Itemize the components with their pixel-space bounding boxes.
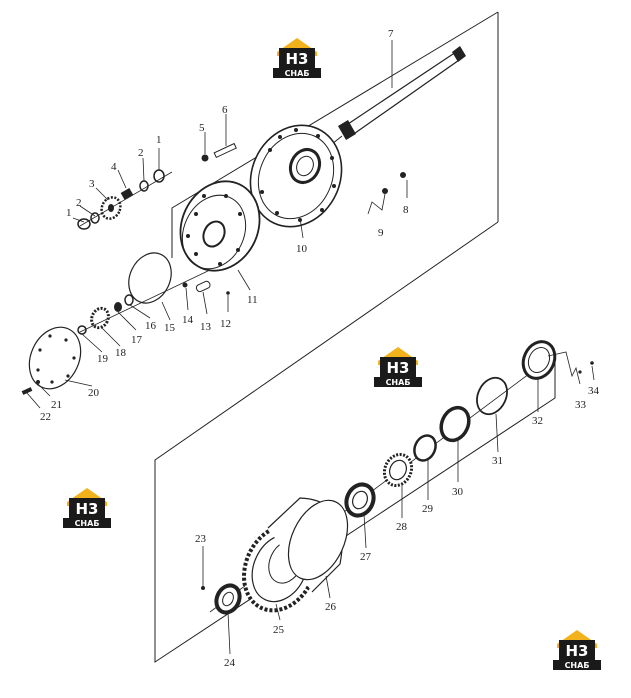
washer-part-33	[578, 370, 582, 374]
flange-part-10	[249, 124, 343, 228]
svg-text:СНАБ: СНАБ	[285, 69, 310, 78]
callout-labels: 1 2 3 4 2 1 5 6 7 8 9 10 11 12 13 14 15 …	[40, 28, 600, 669]
svg-text:H3: H3	[387, 359, 410, 377]
o-ring-part-31	[476, 376, 508, 416]
callout-22: 22	[40, 411, 51, 423]
nut-part-9	[382, 188, 388, 194]
nut-part-5	[201, 154, 209, 162]
callout-20: 20	[88, 387, 100, 399]
callout-11: 11	[247, 294, 258, 306]
bearing-part-24	[214, 583, 242, 615]
leader-lines	[26, 40, 595, 655]
callout-33: 33	[575, 399, 587, 411]
callout-19: 19	[97, 353, 109, 365]
nut-part-8	[400, 172, 406, 178]
svg-text:H3: H3	[286, 50, 309, 68]
bolt-part-12	[226, 291, 230, 295]
assembly-plane-upper	[171, 11, 499, 258]
callout-29: 29	[422, 503, 434, 515]
svg-text:СНАБ: СНАБ	[565, 661, 590, 670]
disc-part-15	[128, 252, 172, 304]
callout-12: 12	[220, 318, 231, 330]
callout-18: 18	[115, 347, 127, 359]
axis-lower-small	[79, 269, 211, 333]
callout-32: 32	[532, 415, 543, 427]
cap-part-32	[521, 340, 557, 380]
svg-text:H3: H3	[76, 500, 99, 518]
bearing-part-27	[344, 482, 376, 518]
svg-text:СНАБ: СНАБ	[75, 519, 100, 528]
callout-7: 7	[388, 28, 394, 40]
gear-part-4	[120, 188, 134, 200]
callout-25: 25	[273, 624, 285, 636]
callout-15: 15	[164, 322, 176, 334]
callout-24: 24	[224, 657, 236, 669]
ring-part-2b	[139, 180, 149, 192]
callout-28: 28	[396, 521, 408, 533]
callout-3: 3	[89, 178, 95, 190]
house-logo-icon: H3 СНАБ	[374, 347, 422, 387]
snap-ring-part-1b	[153, 169, 165, 183]
callout-34: 34	[588, 385, 600, 397]
callout-16: 16	[145, 320, 157, 332]
pin-part-13	[195, 280, 211, 293]
axis-upper-small	[79, 171, 173, 227]
callout-5: 5	[199, 122, 205, 134]
callout-1a: 1	[66, 207, 72, 219]
callout-6: 6	[222, 104, 228, 116]
brand-logo-left: H3 СНАБ	[63, 484, 111, 528]
callout-8: 8	[403, 204, 409, 216]
gear-part-18	[90, 306, 110, 330]
assembly-plane-lower	[154, 221, 556, 663]
ring-part-2a	[90, 212, 100, 224]
gear-part-17	[114, 302, 122, 312]
callout-27: 27	[360, 551, 372, 563]
callout-17: 17	[131, 334, 143, 346]
bolt-part-22	[21, 387, 33, 395]
snap-ring-part-1a	[77, 218, 91, 230]
house-logo-icon: H3 СНАБ	[273, 38, 321, 78]
callout-2b: 2	[138, 147, 144, 159]
callout-26: 26	[325, 601, 337, 613]
callout-13: 13	[200, 321, 212, 333]
callout-30: 30	[452, 486, 464, 498]
callout-23: 23	[195, 533, 207, 545]
house-logo-icon: H3 СНАБ	[63, 488, 111, 528]
callout-21: 21	[51, 399, 62, 411]
callout-31: 31	[492, 455, 503, 467]
housing-part-11	[179, 180, 261, 272]
drum-part-26	[267, 497, 349, 593]
bearing-part-16	[124, 294, 134, 306]
bolt-part-6	[213, 142, 237, 159]
house-logo-icon: H3 СНАБ	[553, 630, 601, 670]
callout-9: 9	[378, 227, 384, 239]
shaft-part-7	[291, 46, 466, 177]
brand-logo-middle: H3 СНАБ	[374, 343, 422, 387]
bolt-part-23	[201, 586, 205, 590]
callout-1b: 1	[156, 134, 162, 146]
seal-part-30	[439, 405, 471, 443]
callout-14: 14	[182, 314, 194, 326]
callout-10: 10	[296, 243, 308, 255]
washer-part-21	[36, 380, 40, 384]
bearing-part-28	[382, 452, 414, 488]
brand-logo-bottom: H3 СНАБ	[553, 626, 601, 670]
ring-part-29	[413, 434, 437, 462]
callout-4: 4	[111, 161, 117, 173]
brand-logo-top: H3 СНАБ	[273, 34, 321, 78]
washer-part-14	[182, 282, 188, 288]
svg-text:СНАБ: СНАБ	[386, 378, 411, 387]
bolt-part-34	[590, 361, 594, 365]
svg-text:H3: H3	[566, 642, 589, 660]
callout-2a: 2	[76, 197, 82, 209]
